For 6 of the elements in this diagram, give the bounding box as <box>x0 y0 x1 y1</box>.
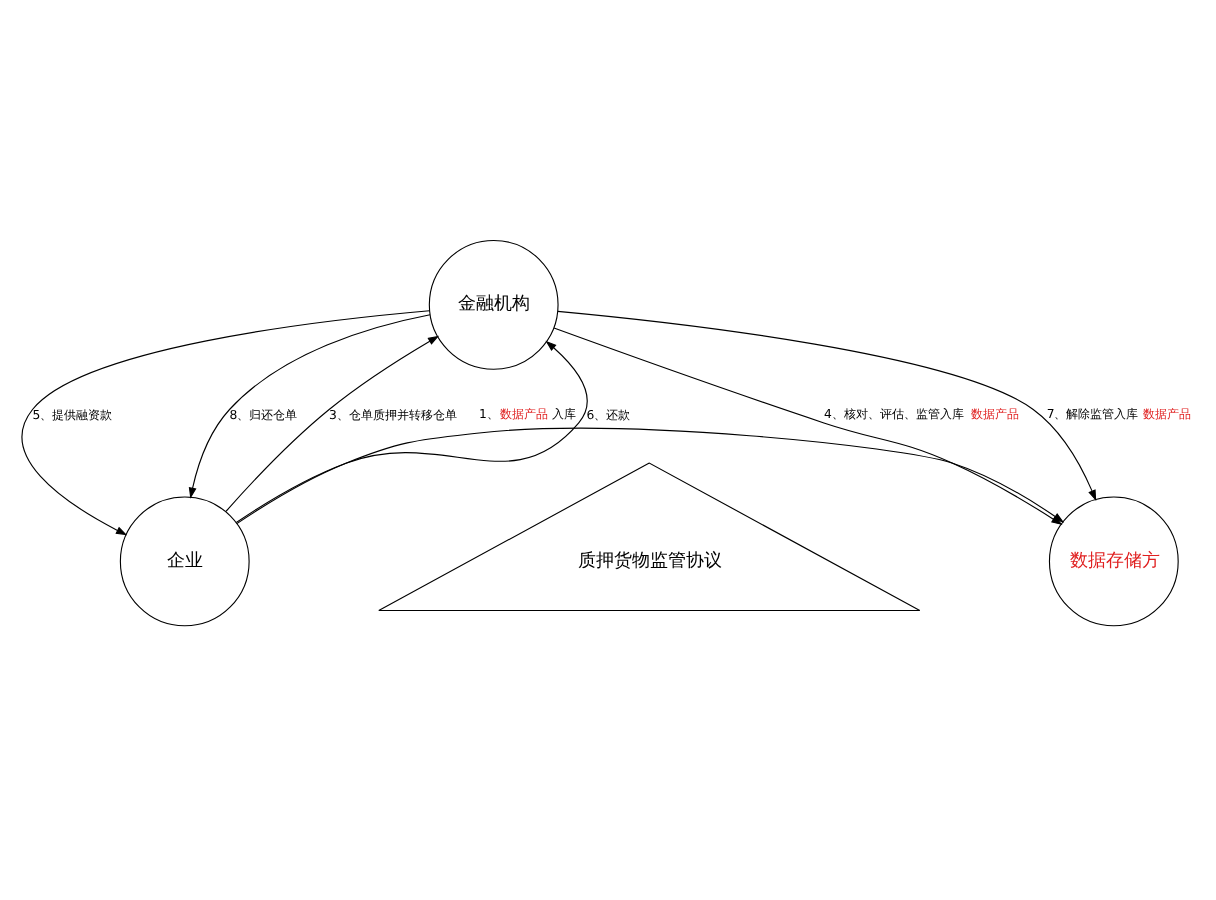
arrow <box>225 335 440 512</box>
arrow <box>188 314 431 499</box>
arrow <box>21 310 431 536</box>
arrow <box>235 340 588 523</box>
arrow <box>557 310 1097 502</box>
node-circle: 企业 <box>119 496 250 627</box>
